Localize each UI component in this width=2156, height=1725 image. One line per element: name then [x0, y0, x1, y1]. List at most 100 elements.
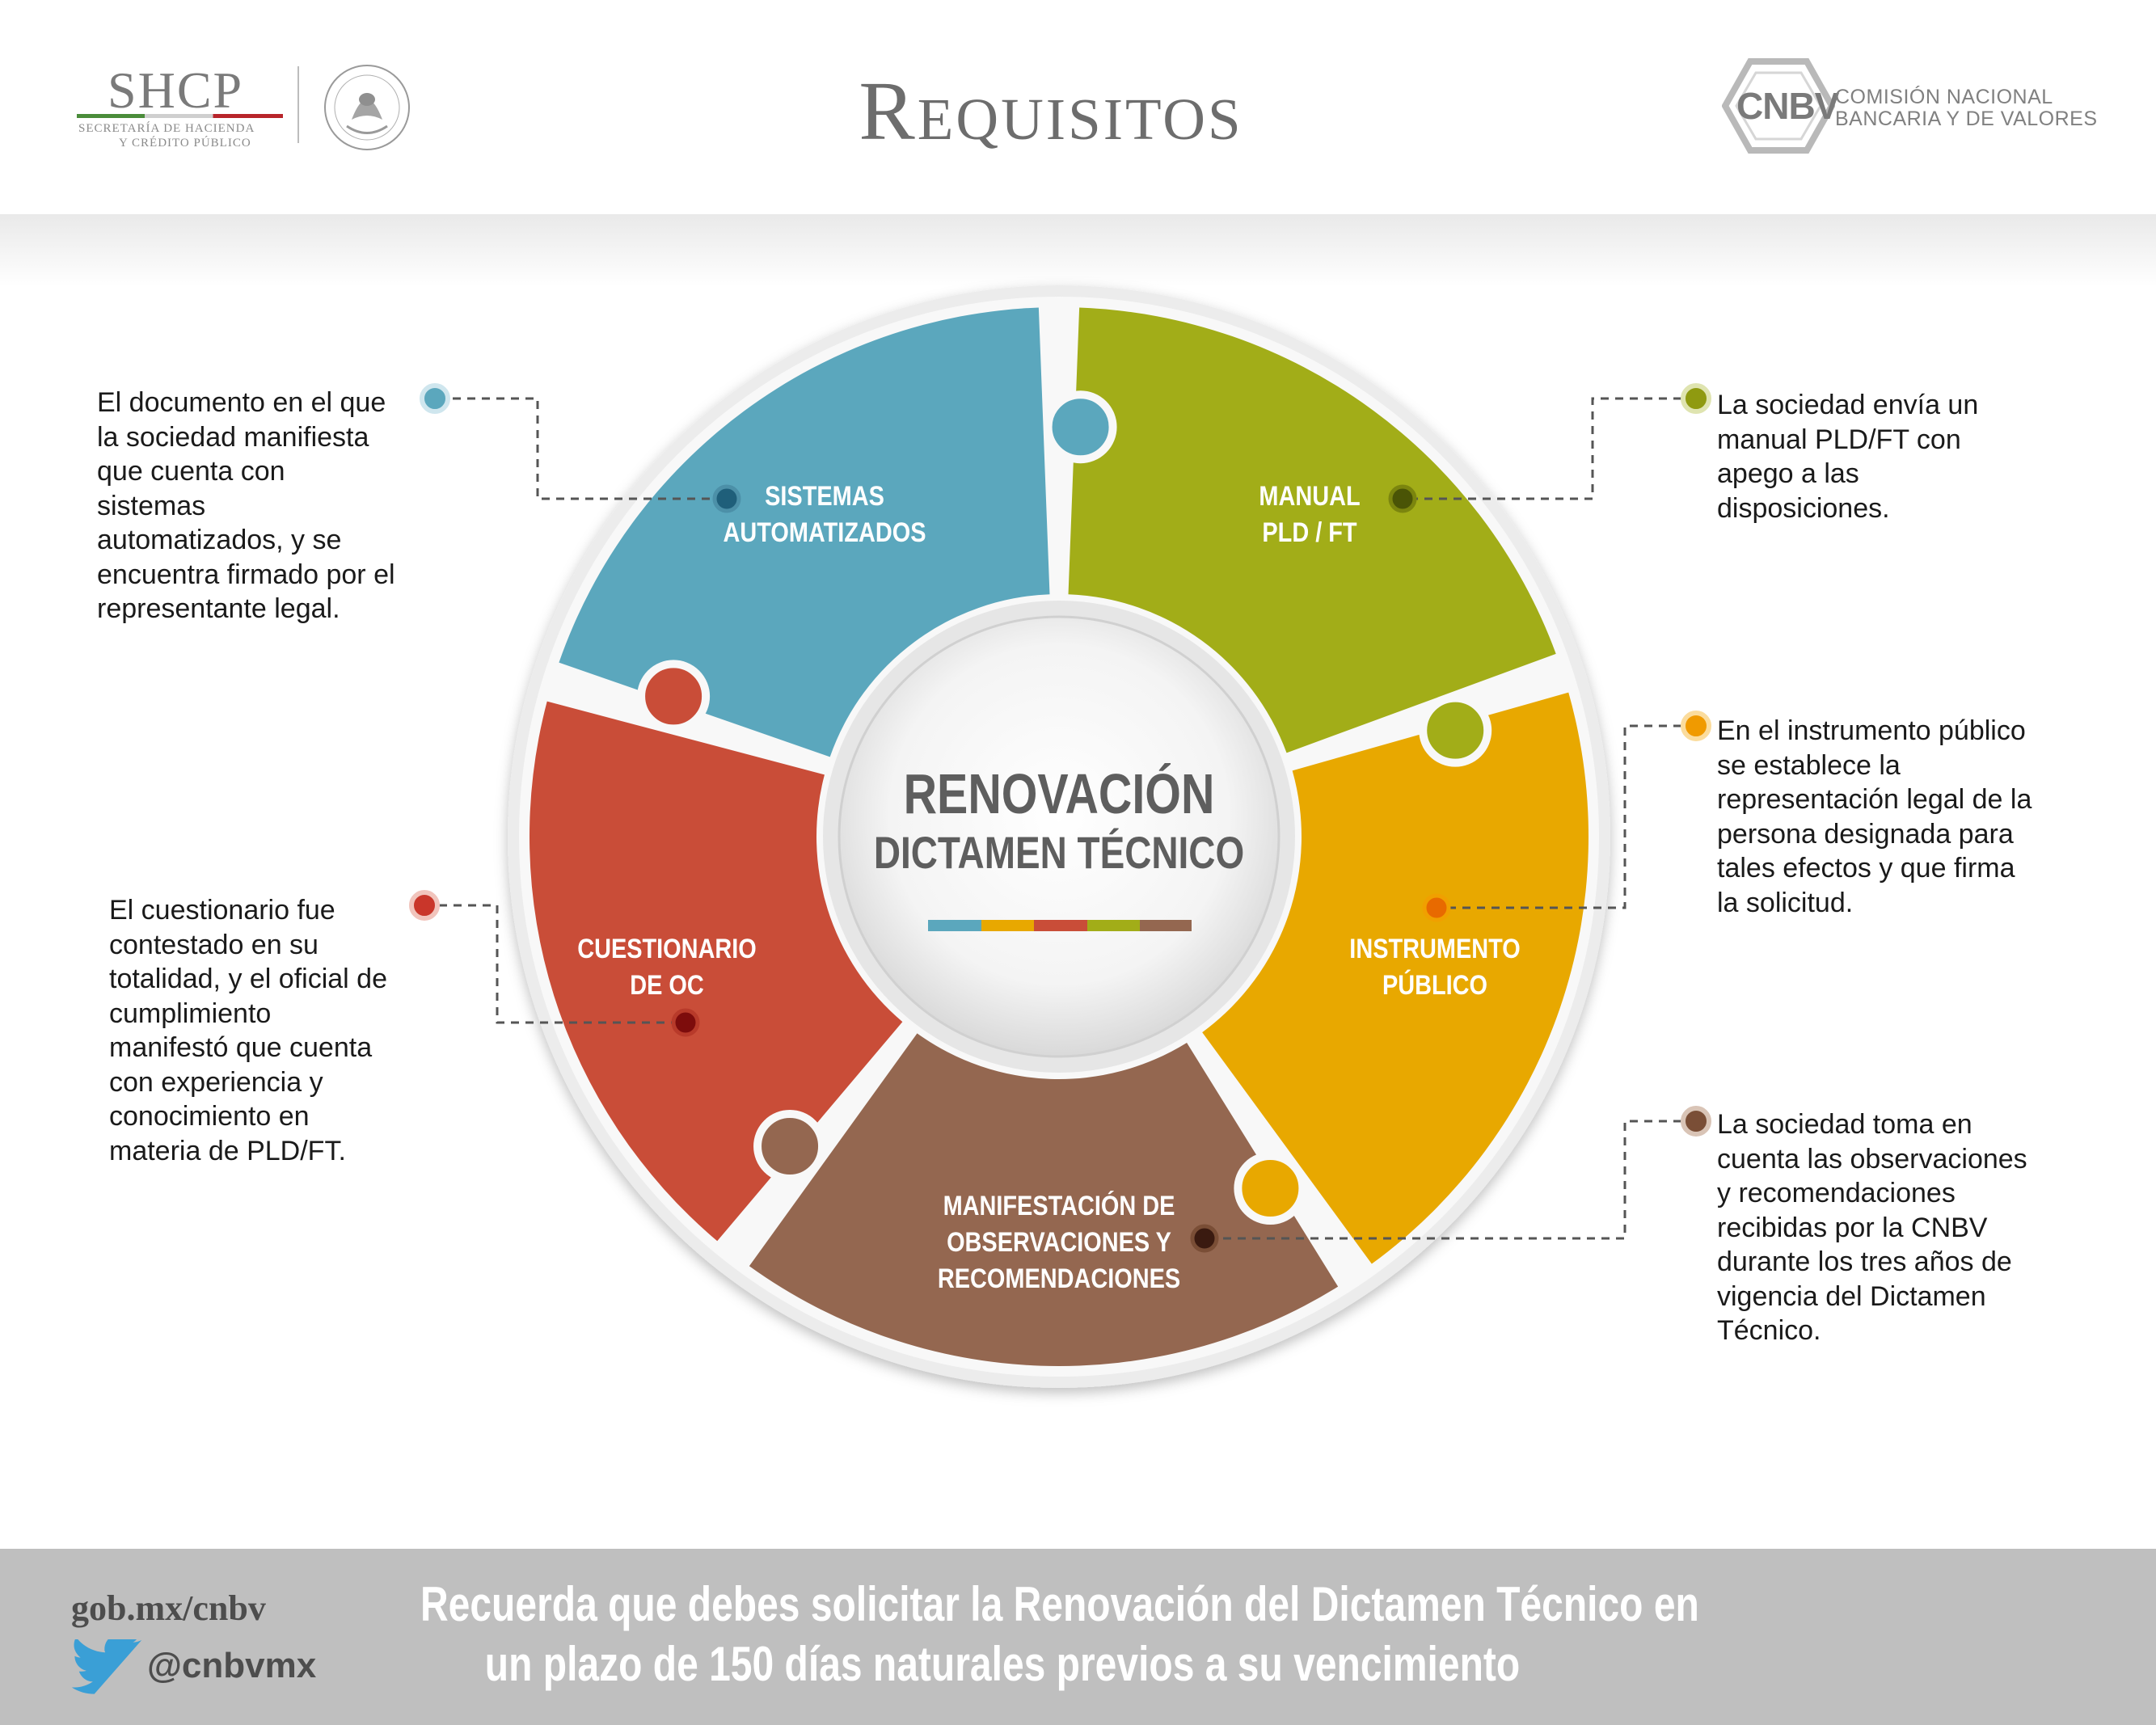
center-title-line1: RENOVACIÓN [903, 762, 1215, 825]
eagle-seal-icon [324, 65, 410, 150]
desc-cuestionario-l7: conocimiento en [109, 1101, 310, 1132]
cnbv-line1: COMISIÓN NACIONAL [1835, 86, 2053, 108]
color-strip [928, 920, 1192, 931]
puzzle-knob-sistemas [1044, 390, 1117, 464]
puzzle-piece-instrumento [1202, 692, 1589, 1264]
piece-label-instrumento-line1: INSTRUMENTO [1349, 934, 1521, 964]
footer-message-line1: Recuerda que debes solicitar la Renovaci… [420, 1577, 1699, 1631]
piece-label-manifestacion-line3: RECOMENDACIONES [937, 1263, 1181, 1294]
desc-cuestionario-l5: manifestó que cuenta [109, 1032, 373, 1063]
piece-label-cuestionario-line1: CUESTIONARIO [577, 934, 757, 964]
piece-label-manifestacion: MANIFESTACIÓN DE OBSERVACIONES Y RECOMEN… [888, 1188, 1231, 1297]
desc-sistemas-l7: representante legal. [97, 593, 340, 624]
desc-manifestacion-l1: La sociedad toma en [1717, 1109, 1972, 1140]
header-shadow-band [0, 214, 2156, 287]
desc-cuestionario-l6: con experiencia y [109, 1066, 323, 1098]
piece-label-manifestacion-line2: OBSERVACIONES Y [947, 1227, 1171, 1258]
desc-manifestacion: La sociedad toma en cuenta las observaci… [1717, 1107, 2105, 1348]
puzzle-knob-cuestionario [637, 660, 711, 733]
desc-manifestacion-l7: Técnico. [1717, 1315, 1821, 1346]
shcp-line2: Y CRÉDITO PÚBLICO [119, 137, 251, 150]
desc-manifestacion-l4: recibidas por la CNBV [1717, 1212, 1988, 1243]
piece-label-manual-line1: MANUAL [1259, 481, 1361, 512]
desc-instrumento-l4: persona designada para [1717, 818, 2014, 850]
connector-manifestacion [1205, 1120, 1696, 1240]
desc-manual: La sociedad envía un manual PLD/FT con a… [1717, 388, 2089, 525]
twitter-bird-icon[interactable] [71, 1639, 146, 1698]
desc-sistemas-l5: automatizados, y se [97, 525, 342, 555]
desc-cuestionario: El cuestionario fue contestado en su tot… [109, 893, 465, 1168]
piece-label-cuestionario: CUESTIONARIO DE OC [530, 931, 804, 1004]
desc-cuestionario-l3: totalidad, y el oficial de [109, 964, 387, 994]
desc-manifestacion-l2: cuenta las observaciones [1717, 1143, 2027, 1175]
desc-instrumento-l2: se establece la [1717, 749, 1901, 781]
piece-label-manual: MANUAL PLD / FT [1172, 479, 1447, 551]
desc-sistemas-l1: El documento en el que [97, 387, 386, 418]
puzzle-piece-manual [1068, 307, 1556, 753]
header: SHCP SECRETARÍA DE HACIENDA Y CRÉDITO PÚ… [0, 0, 2156, 214]
dot-outer-manifestacion [1681, 1106, 1711, 1137]
dot-outer-sistemas [420, 383, 450, 414]
piece-label-instrumento: INSTRUMENTO PÚBLICO [1297, 931, 1572, 1004]
desc-manual-l2: manual PLD/FT con [1717, 424, 1961, 455]
dot-outer-cuestionario [409, 890, 440, 921]
connector-sistemas [453, 397, 724, 500]
footer-twitter-handle[interactable]: @cnbvmx [147, 1646, 317, 1685]
desc-manifestacion-l3: y recomendaciones [1717, 1178, 1956, 1208]
desc-manual-l4: disposiciones. [1717, 492, 1890, 524]
dot-outer-manual [1681, 383, 1711, 414]
page-title: Requisitos [859, 65, 1243, 158]
desc-sistemas: El documento en el que la sociedad manif… [97, 386, 445, 626]
desc-cuestionario-l2: contestado en su [109, 929, 319, 960]
desc-sistemas-l6: encuentra firmado por el [97, 559, 395, 590]
desc-sistemas-l4: sistemas [97, 490, 206, 521]
desc-instrumento-l1: En el instrumento público [1717, 715, 2026, 746]
shcp-logo: SHCP SECRETARÍA DE HACIENDA Y CRÉDITO PÚ… [77, 61, 283, 150]
footer-message-line2: un plazo de 150 días naturales previos a… [484, 1637, 1521, 1691]
cnbv-line2: BANCARIA Y DE VALORES [1835, 108, 2098, 130]
piece-label-sistemas-line1: SISTEMAS [765, 481, 884, 512]
footer-site-link[interactable]: gob.mx/cnbv [71, 1588, 266, 1628]
shcp-flag-line [77, 114, 283, 118]
piece-label-sistemas-line2: AUTOMATIZADOS [723, 517, 926, 548]
dot-inner-sistemas [712, 484, 741, 513]
dot-inner-manual [1388, 484, 1417, 513]
piece-label-instrumento-line2: PÚBLICO [1382, 970, 1488, 1001]
puzzle-piece-sistemas [559, 307, 1050, 757]
connector-instrumento [1435, 724, 1696, 909]
dot-outer-instrumento [1681, 711, 1711, 741]
desc-cuestionario-l8: materia de PLD/FT. [109, 1135, 346, 1166]
piece-label-manual-line2: PLD / FT [1262, 517, 1357, 548]
piece-label-cuestionario-line2: DE OC [630, 970, 704, 1001]
dot-inner-cuestionario [671, 1008, 700, 1037]
connector-cuestionario [424, 904, 686, 1024]
desc-manual-l1: La sociedad envía un [1717, 390, 1979, 420]
shcp-line1: SECRETARÍA DE HACIENDA [78, 122, 255, 135]
dot-inner-instrumento [1422, 893, 1451, 922]
desc-sistemas-l2: la sociedad manifiesta [97, 421, 369, 453]
cnbv-hexagon-icon [1722, 58, 1835, 154]
connector-manual [1403, 397, 1696, 500]
desc-instrumento: En el instrumento público se establece l… [1717, 714, 2105, 920]
desc-manifestacion-l6: vigencia del Dictamen [1717, 1280, 1986, 1312]
piece-label-manifestacion-line1: MANIFESTACIÓN DE [943, 1191, 1175, 1221]
piece-label-sistemas: SISTEMAS AUTOMATIZADOS [687, 479, 962, 551]
desc-instrumento-l6: la solicitud. [1717, 887, 1854, 918]
desc-manifestacion-l5: durante los tres años de [1717, 1246, 2012, 1277]
desc-manual-l3: apego a las [1717, 458, 1859, 489]
desc-sistemas-l3: que cuenta con [97, 456, 285, 487]
center-hub [838, 615, 1281, 1058]
puzzle-knob-manual [1419, 694, 1492, 767]
desc-instrumento-l3: representación legal de la [1717, 784, 2032, 815]
puzzle-knob-instrumento [1234, 1152, 1307, 1225]
shcp-acronym: SHCP [108, 61, 244, 119]
desc-instrumento-l5: tales efectos y que firma [1717, 853, 2015, 884]
desc-cuestionario-l1: El cuestionario fue [109, 895, 335, 926]
puzzle-piece-cuestionario [530, 701, 903, 1242]
header-divider [297, 66, 299, 143]
footer-bar: gob.mx/cnbv @cnbvmx Recuerda que debes s… [0, 1549, 2156, 1725]
puzzle-piece-manifestacion [749, 1033, 1339, 1367]
dot-inner-manifestacion [1190, 1224, 1219, 1253]
desc-cuestionario-l4: cumplimiento [109, 997, 272, 1029]
